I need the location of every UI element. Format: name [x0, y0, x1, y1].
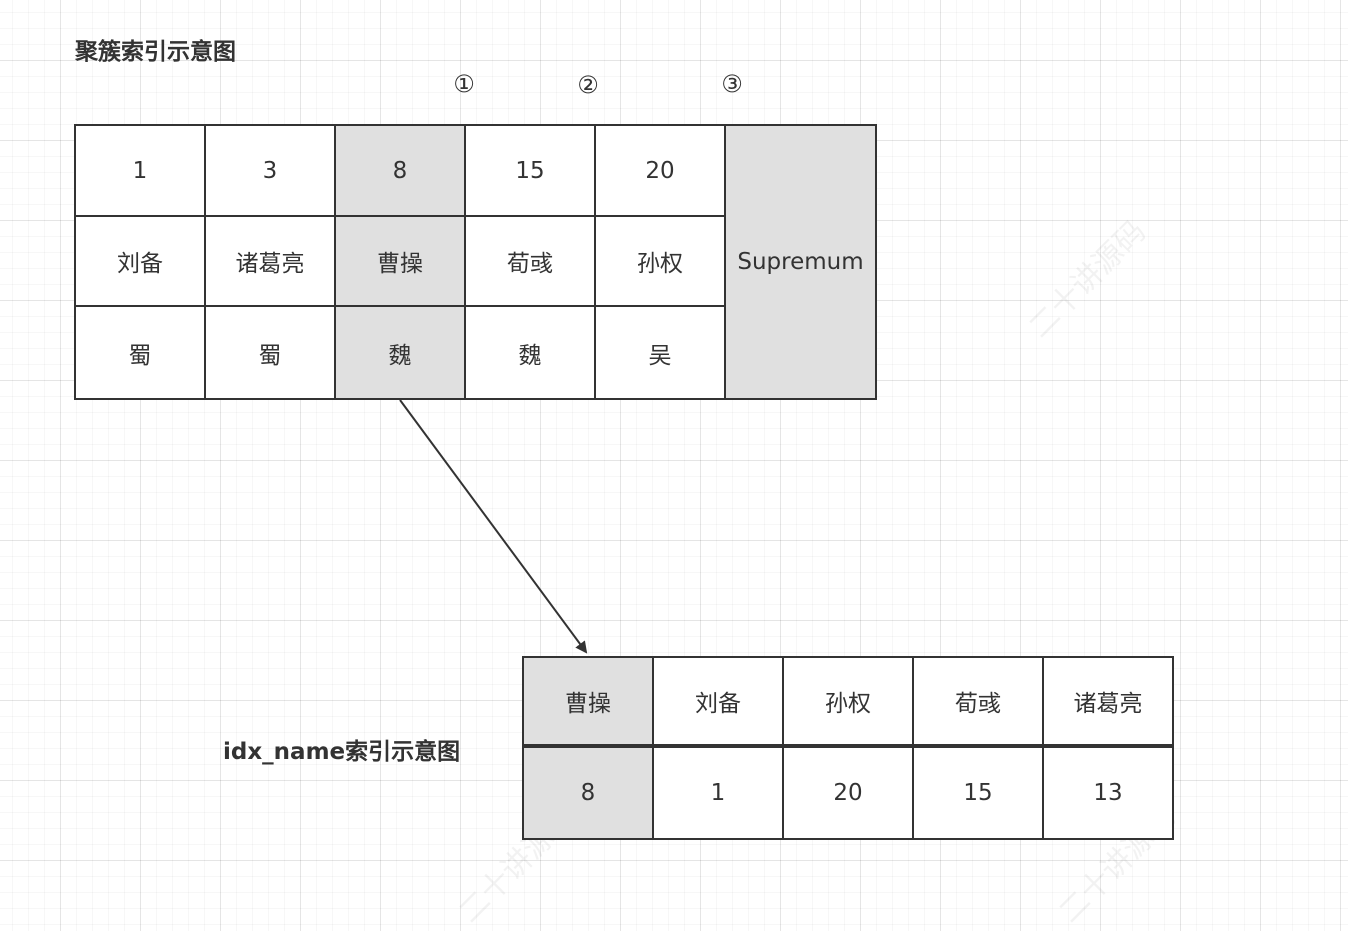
pointer-arrow [399, 399, 588, 654]
secondary-id-cell: 20 [784, 748, 914, 838]
clustered-id-cell: 1 [76, 126, 206, 217]
secondary-id-cell: 13 [1044, 748, 1172, 838]
supremum-cell: Supremum [726, 126, 875, 398]
position-marker-3: ③ [721, 70, 743, 98]
clustered-name-cell: 荀彧 [466, 217, 596, 307]
clustered-name-cell-highlighted: 曹操 [336, 217, 466, 307]
arrow-line [399, 399, 588, 654]
clustered-kingdom-cell: 魏 [466, 307, 596, 398]
clustered-id-cell: 20 [596, 126, 726, 217]
secondary-name-cell: 荀彧 [914, 658, 1044, 748]
clustered-id-cell: 3 [206, 126, 336, 217]
secondary-name-cell: 诸葛亮 [1044, 658, 1172, 748]
clustered-name-cell: 孙权 [596, 217, 726, 307]
position-marker-1: ① [453, 70, 475, 98]
clustered-name-cell: 诸葛亮 [206, 217, 336, 307]
clustered-id-cell: 15 [466, 126, 596, 217]
secondary-name-cell: 刘备 [654, 658, 784, 748]
secondary-id-cell: 1 [654, 748, 784, 838]
clustered-name-cell: 刘备 [76, 217, 206, 307]
secondary-name-cell: 孙权 [784, 658, 914, 748]
clustered-kingdom-cell-highlighted: 魏 [336, 307, 466, 398]
clustered-kingdom-cell: 蜀 [76, 307, 206, 398]
position-marker-2: ② [577, 71, 599, 99]
secondary-index-title: idx_name索引示意图 [223, 739, 461, 765]
secondary-name-cell-highlighted: 曹操 [524, 658, 654, 748]
secondary-index-table: 曹操 刘备 孙权 荀彧 诸葛亮 8 1 20 15 13 [522, 656, 1174, 840]
clustered-index-table: 1 3 8 15 20 刘备 诸葛亮 曹操 荀彧 孙权 蜀 蜀 魏 魏 吴 Su… [74, 124, 877, 400]
secondary-id-cell: 15 [914, 748, 1044, 838]
clustered-id-cell-highlighted: 8 [336, 126, 466, 217]
clustered-kingdom-cell: 蜀 [206, 307, 336, 398]
secondary-id-cell-highlighted: 8 [524, 748, 654, 838]
clustered-index-title: 聚簇索引示意图 [75, 39, 236, 65]
clustered-kingdom-cell: 吴 [596, 307, 726, 398]
